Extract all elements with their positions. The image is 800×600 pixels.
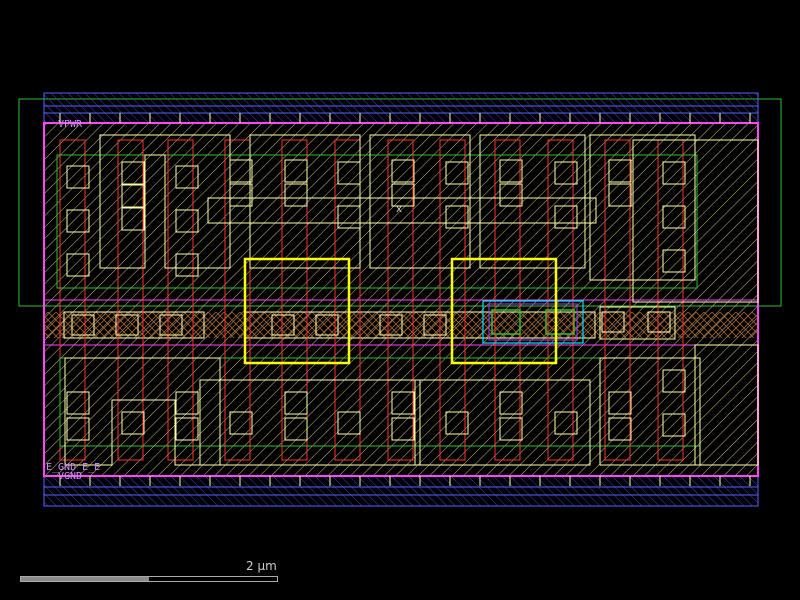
scale-bar-fill [21, 577, 149, 581]
rail-ticks [59, 113, 751, 486]
power-rail[interactable] [43, 92, 759, 124]
via-highlight[interactable] [482, 300, 584, 344]
scale-bar [20, 576, 278, 582]
contacts-gate-band [71, 311, 671, 336]
ground-alt-label: E_GND_E_E [46, 462, 100, 473]
upper-diffusion [56, 134, 759, 303]
cell-boundary [43, 122, 759, 477]
contacts-lower [66, 369, 686, 441]
gate-band [44, 306, 758, 340]
lower-diffusion [59, 344, 759, 466]
power-pin-label: VPWR [58, 119, 83, 130]
ground-pin-label: VGND [58, 471, 82, 482]
ground-rail[interactable] [43, 475, 759, 507]
poly-gates [59, 139, 684, 461]
selection-box-a[interactable] [243, 257, 351, 365]
marker-label: x [396, 204, 402, 215]
contacts-upper [66, 159, 686, 277]
scale-bar-label: 2 µm [246, 559, 277, 573]
selection-box-b[interactable] [450, 257, 558, 365]
